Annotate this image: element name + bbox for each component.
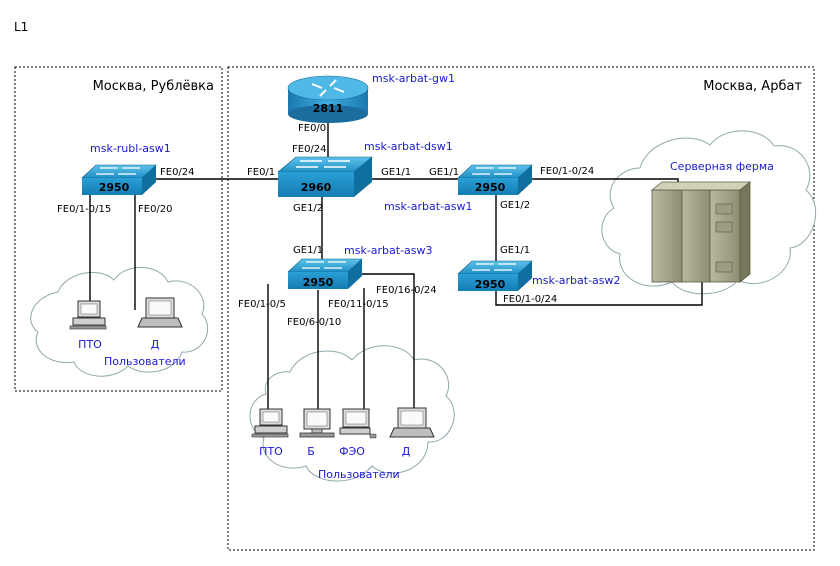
laptop-icon-arbat-d[interactable] [389, 407, 435, 438]
label-host-arbat-d: Д [402, 445, 411, 458]
label-users-arbat: Пользователи [318, 468, 400, 481]
port-rubl-fe-b: FE0/20 [138, 204, 173, 215]
port-asw1-fe: FE0/1-0/24 [540, 166, 594, 177]
zone-rublevka [14, 66, 223, 392]
label-msk-arbat-dsw1: msk-arbat-dsw1 [364, 140, 453, 153]
site-label-rublevka: Москва, Рублёвка [93, 79, 214, 94]
label-host-rubl-d: Д [151, 338, 160, 351]
label-msk-rubl-asw1: msk-rubl-asw1 [90, 142, 171, 155]
port-asw3-fe-d: FE0/16-0/24 [376, 285, 437, 296]
zone-arbat [227, 66, 815, 551]
router-model: 2811 [313, 102, 344, 115]
port-asw3-ge1-1: GE1/1 [293, 245, 323, 256]
port-rubl-fe0-24: FE0/24 [160, 167, 195, 178]
port-gw-fe0-0: FE0/0 [298, 123, 326, 134]
port-asw2-fe: FE0/1-0/24 [503, 294, 557, 305]
laptop-icon-rubl-d[interactable] [137, 297, 183, 328]
desktop-icon-arbat-b[interactable] [299, 408, 335, 438]
switch-icon-asw2[interactable]: 2950 [457, 260, 533, 291]
label-msk-arbat-asw3: msk-arbat-asw3 [344, 244, 433, 257]
page-label: L1 [14, 20, 28, 34]
label-msk-arbat-asw2: msk-arbat-asw2 [532, 274, 621, 287]
rubl-model: 2950 [99, 181, 130, 194]
port-dsw-fe0-1: FE0/1 [247, 167, 275, 178]
port-dsw-ge1-2: GE1/2 [293, 203, 323, 214]
port-asw3-fe-a: FE0/1-0/5 [238, 299, 286, 310]
port-rubl-fe-a: FE0/1-0/15 [57, 204, 111, 215]
switch-icon-asw1[interactable]: 2950 [457, 164, 533, 195]
link-asw2-farm [495, 282, 703, 306]
router-icon[interactable]: 2811 [287, 75, 369, 123]
desktop-icon-arbat-feo[interactable] [339, 408, 377, 439]
label-host-arbat-b: Б [307, 445, 315, 458]
label-users-rublevka: Пользователи [104, 355, 186, 368]
label-host-rubl-pto: ПТО [78, 338, 102, 351]
site-label-arbat: Москва, Арбат [703, 79, 802, 94]
label-msk-arbat-asw1: msk-arbat-asw1 [384, 200, 473, 213]
asw2-model: 2950 [475, 278, 506, 291]
switch-icon-rubl[interactable]: 2950 [81, 164, 157, 195]
port-asw3-fe-b: FE0/6-0/10 [287, 317, 341, 328]
desktop-icon-rubl-pto[interactable] [69, 300, 107, 330]
port-dsw-ge1-1: GE1/1 [381, 167, 411, 178]
asw1-model: 2950 [475, 181, 506, 194]
cloud-users-rublevka [30, 267, 208, 377]
asw3-model: 2950 [303, 276, 334, 289]
port-asw3-fe-c: FE0/11-0/15 [328, 299, 389, 310]
port-asw1-ge1-1: GE1/1 [429, 167, 459, 178]
port-dsw-fe0-24: FE0/24 [292, 144, 327, 155]
dsw1-model: 2960 [301, 181, 332, 194]
label-host-arbat-pto: ПТО [259, 445, 283, 458]
server-rack-icon[interactable] [650, 181, 752, 283]
port-asw1-ge1-2: GE1/2 [500, 200, 530, 211]
link-asw3-d [350, 273, 415, 412]
label-server-farm: Серверная ферма [670, 160, 774, 173]
port-asw2-ge1-1: GE1/1 [500, 245, 530, 256]
label-host-arbat-feo: ФЭО [339, 445, 365, 458]
desktop-icon-arbat-pto[interactable] [251, 408, 289, 438]
switch-icon-asw3[interactable]: 2950 [287, 258, 363, 289]
switch-icon-dsw1[interactable]: 2960 [277, 156, 373, 197]
label-msk-arbat-gw1: msk-arbat-gw1 [372, 72, 455, 85]
